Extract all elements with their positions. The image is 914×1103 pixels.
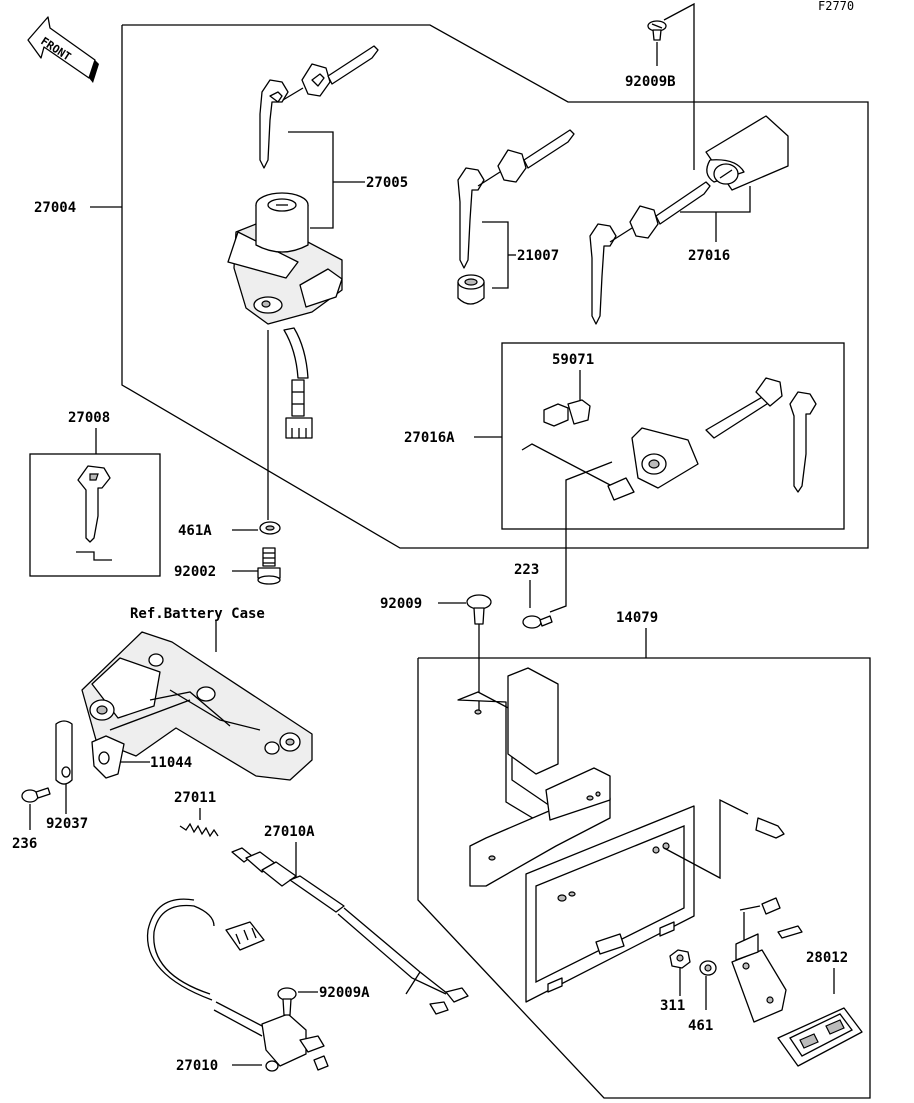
part-label-27011[interactable]: 27011 (174, 790, 216, 806)
pin-bolt (755, 817, 785, 839)
reflector-28012 (777, 1007, 863, 1067)
spring-27011 (179, 822, 219, 838)
part-label-27004[interactable]: 27004 (34, 200, 76, 216)
part-label-27010A[interactable]: 27010A (264, 824, 315, 840)
part-label-14079[interactable]: 14079 (616, 610, 658, 626)
bolt-92002 (257, 547, 281, 585)
ignition-key-pair (259, 45, 379, 169)
part-label-92002[interactable]: 92002 (174, 564, 216, 580)
part-label-92009[interactable]: 92009 (380, 596, 422, 612)
part-label-28012[interactable]: 28012 (806, 950, 848, 966)
latch-59071 (543, 399, 591, 427)
kit-box-27016A (501, 342, 845, 530)
part-label-311[interactable]: 311 (660, 998, 685, 1014)
helmet-lock-set (589, 115, 789, 325)
clamp-92037 (55, 720, 73, 785)
blank-key-27008 (76, 465, 112, 561)
ref-label-battery-case: Ref.Battery Case (130, 606, 265, 622)
ignition-switch (227, 192, 343, 439)
bolt-small (761, 897, 803, 939)
screw-236 (21, 787, 51, 803)
part-label-92009A[interactable]: 92009A (319, 985, 370, 1001)
reflector-bracket (731, 933, 787, 1023)
figure-code: F2770 (818, 0, 854, 13)
part-label-21007[interactable]: 21007 (517, 248, 559, 264)
screw-223 (522, 615, 553, 629)
part-label-92009B[interactable]: 92009B (625, 74, 676, 90)
switch-27010A (231, 847, 469, 1015)
part-label-461[interactable]: 461 (688, 1018, 713, 1034)
part-label-27016[interactable]: 27016 (688, 248, 730, 264)
switch-27010 (146, 898, 329, 1072)
part-label-461A[interactable]: 461A (178, 523, 212, 539)
washer-461 (699, 960, 717, 976)
nut-311 (669, 949, 691, 969)
screw-92009A (277, 987, 297, 1016)
screw-92009 (466, 594, 492, 625)
part-label-27005[interactable]: 27005 (366, 175, 408, 191)
part-label-236[interactable]: 236 (12, 836, 37, 852)
license-bracket (457, 667, 611, 887)
kit-box-27008 (29, 453, 161, 577)
part-label-27008[interactable]: 27008 (68, 410, 110, 426)
battery-case (81, 631, 313, 781)
part-label-223[interactable]: 223 (514, 562, 539, 578)
part-label-27016A[interactable]: 27016A (404, 430, 455, 446)
part-label-59071[interactable]: 59071 (552, 352, 594, 368)
front-arrow-icon: FRONT (27, 16, 99, 83)
kit-box-14079 (417, 657, 871, 1099)
part-label-27010[interactable]: 27010 (176, 1058, 218, 1074)
kit-box-27004 (121, 24, 869, 549)
bracket-11044 (91, 735, 125, 779)
license-plate-frame (525, 805, 695, 1003)
part-label-11044[interactable]: 11044 (150, 755, 192, 771)
screw-92009B (647, 20, 667, 41)
seat-lock-key-pair (457, 129, 575, 305)
lock-cylinder-27016A (521, 377, 817, 501)
part-label-92037[interactable]: 92037 (46, 816, 88, 832)
